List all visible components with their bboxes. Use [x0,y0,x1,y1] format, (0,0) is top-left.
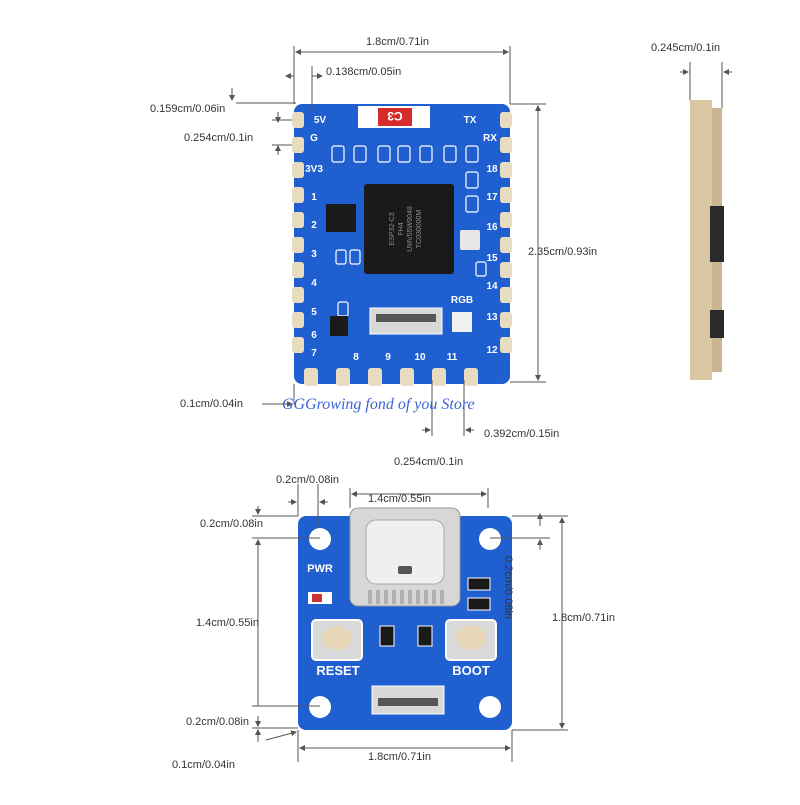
pin-label-1: 1 [311,192,317,203]
top-pin-pitch-label: 0.254cm/0.1in [184,132,254,144]
pin-label-3: 3 [311,249,317,260]
pwr-label: PWR [307,563,333,575]
side-thickness-label: 0.245cm/0.1in [651,42,721,54]
crystal [460,230,480,250]
top-edge-margin-label: 0.1cm/0.04in [180,398,243,410]
side-view-chip [710,206,724,262]
pin-label-18: 18 [486,164,498,175]
c3-badge [378,108,412,126]
mount-hole-tl [309,528,331,550]
bottom-fpc-slot [378,698,438,706]
rgb-led [452,312,472,332]
top-height-label: 2.35cm/0.93in [528,246,598,258]
c3-label: C3 [387,109,403,123]
bottom-edge-margin-label: 0.1cm/0.04in [172,759,235,771]
pin-label-13: 13 [486,312,498,323]
bottom-hole-offset-x-label: 0.2cm/0.08in [276,474,339,486]
top-pin-offset-label: 0.138cm/0.05in [326,66,402,78]
pin-label-14: 14 [486,281,498,292]
mount-hole-tr [479,528,501,550]
left-pads [292,112,304,353]
chip-marking: ESP32-C3 FH4 UMV55W9048 TC030000M [389,206,423,252]
boot-label: BOOT [452,663,490,678]
bottom-pads [304,368,478,386]
bottom-width-label: 1.8cm/0.71in [368,751,431,763]
reset-button-cap [322,626,352,650]
pin-label-9: 9 [385,352,391,363]
side-view-pcb [690,100,712,380]
pin-label-tx: TX [464,115,477,126]
side-view-connector [710,310,724,338]
bottom-right-offset-label: 0.2cm/0.08in [502,556,514,619]
pin-label-5: 5 [311,307,317,318]
bottom-hole-offset-y-label: 0.2cm/0.08in [200,518,263,530]
svg-text:FH4: FH4 [398,222,405,235]
pin-label-15: 15 [486,253,498,264]
rgb-label: RGB [451,295,473,306]
pin-label-17: 17 [486,192,498,203]
bottom-passives [379,577,491,647]
pin-label-6: 6 [311,330,317,341]
right-pin-labels: TX RX 18 17 16 15 14 13 12 [464,115,498,356]
bottom-inner-height-label: 1.4cm/0.55in [196,617,259,629]
bottom-board: PWR RESET BOOT [298,507,512,730]
bottom-offset-label: 0.2cm/0.08in [186,716,249,728]
left-pin-labels: 5V G 3V3 1 2 3 4 5 6 7 [305,115,326,359]
pin-label-2: 2 [311,220,317,231]
mount-hole-br [479,696,501,718]
usb-c-pins [368,590,444,604]
top-dimension-lines [229,46,732,436]
bottom-dimension-lines [252,484,568,762]
svg-text:ESP32-C3: ESP32-C3 [389,212,396,245]
pin-label-3v3: 3V3 [305,164,323,175]
pin-label-8: 8 [353,352,359,363]
esp32-c3-chip [364,184,454,274]
usb-c-shell [365,519,445,585]
top-board: C3 5V G 3V3 1 2 3 4 5 6 7 TX RX 18 17 16… [292,104,512,386]
usb-c-tongue [398,566,412,574]
pin-label-16: 16 [486,222,498,233]
top-width-label: 1.8cm/0.71in [366,36,429,48]
bottom-pin-labels: 8 9 10 11 [353,352,458,363]
right-pads [500,112,512,353]
top-castellation-label: 0.392cm/0.15in [484,428,560,440]
boot-button-cap [456,626,486,650]
pin-label-10: 10 [414,352,426,363]
fpc-connector-slot [376,314,436,322]
reset-label: RESET [316,663,359,678]
pin-label-11: 11 [447,352,458,363]
pin-label-rx: RX [483,133,497,144]
top-margin-label: 0.159cm/0.06in [150,103,226,115]
pin-label-5v: 5V [314,115,327,126]
passive-components [331,145,487,317]
pwr-led-red [312,594,322,602]
svg-text:TC030000M: TC030000M [416,210,423,249]
pin-label-12: 12 [486,345,498,356]
svg-text:UMV55W9048: UMV55W9048 [407,206,414,252]
bottom-height-label: 1.8cm/0.71in [552,612,615,624]
store-watermark: GGGrowing fond of you Store [282,396,475,413]
mount-hole-bl [309,696,331,718]
pin-label-g: G [310,133,318,144]
pin-label-7: 7 [311,348,317,359]
regulator-chip [326,204,356,232]
pin-label-4: 4 [311,278,317,289]
bottom-usb-width-label: 1.4cm/0.55in [368,493,431,505]
transistor-chip [330,316,348,336]
side-view-board [690,100,724,380]
top-pin-pitch-bottom-label: 0.254cm/0.1in [394,456,464,468]
